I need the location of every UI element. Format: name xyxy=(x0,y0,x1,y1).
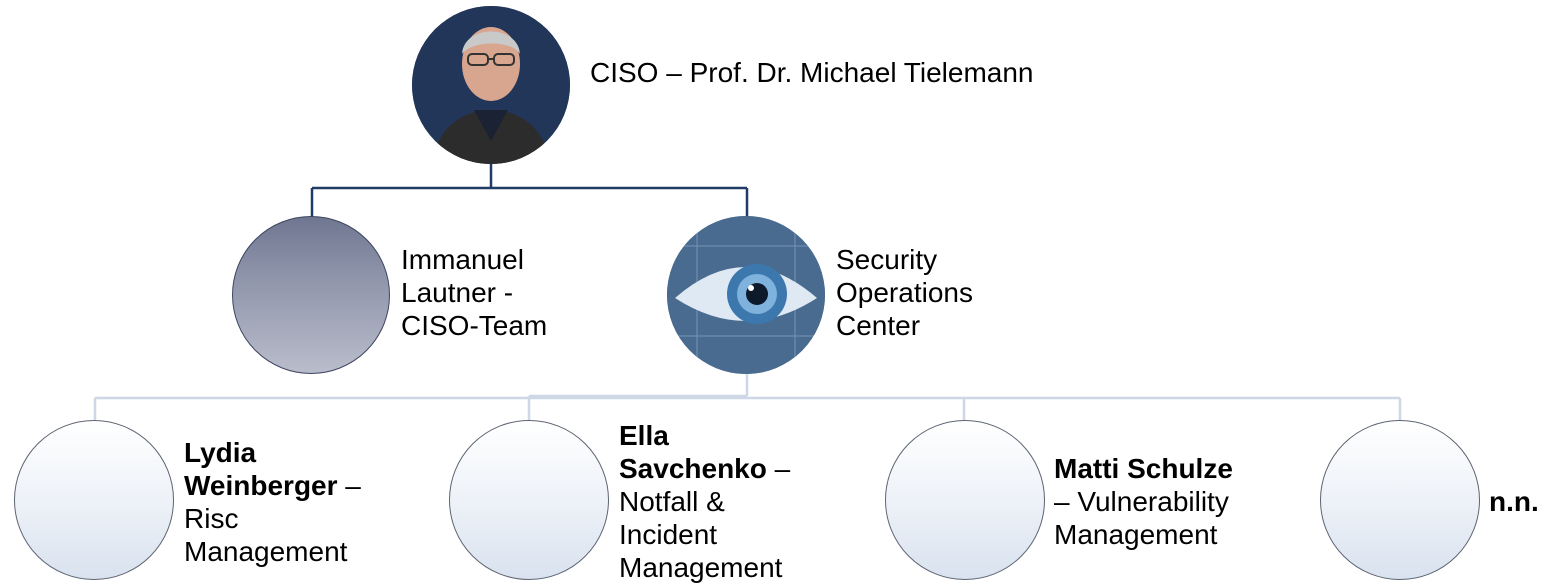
soc-connectors xyxy=(93,370,1402,422)
root-connectors xyxy=(310,160,749,218)
eye-icon xyxy=(667,216,825,374)
member-avatar-2 xyxy=(449,420,609,580)
person-portrait-icon xyxy=(412,6,570,164)
member-label-1: Lydia Weinberger – Risc Management xyxy=(184,437,361,567)
soc-label: Security Operations Center xyxy=(836,244,973,341)
member-label-2: Ella Savchenko – Notfall & Incident Mana… xyxy=(619,420,791,583)
member-avatar-1 xyxy=(14,420,174,580)
ciso-team-avatar xyxy=(232,216,390,374)
ciso-team-label: Immanuel Lautner - CISO-Team xyxy=(401,244,548,341)
member-label-4: n.n. xyxy=(1489,486,1539,517)
ciso-label: CISO – Prof. Dr. Michael Tielemann xyxy=(590,57,1034,88)
member-avatar-3 xyxy=(885,420,1045,580)
member-avatar-4 xyxy=(1320,420,1480,580)
ciso-avatar xyxy=(412,6,570,164)
member-label-3: Matti Schulze – Vulnerability Management xyxy=(1054,453,1233,550)
soc-avatar xyxy=(667,216,825,374)
